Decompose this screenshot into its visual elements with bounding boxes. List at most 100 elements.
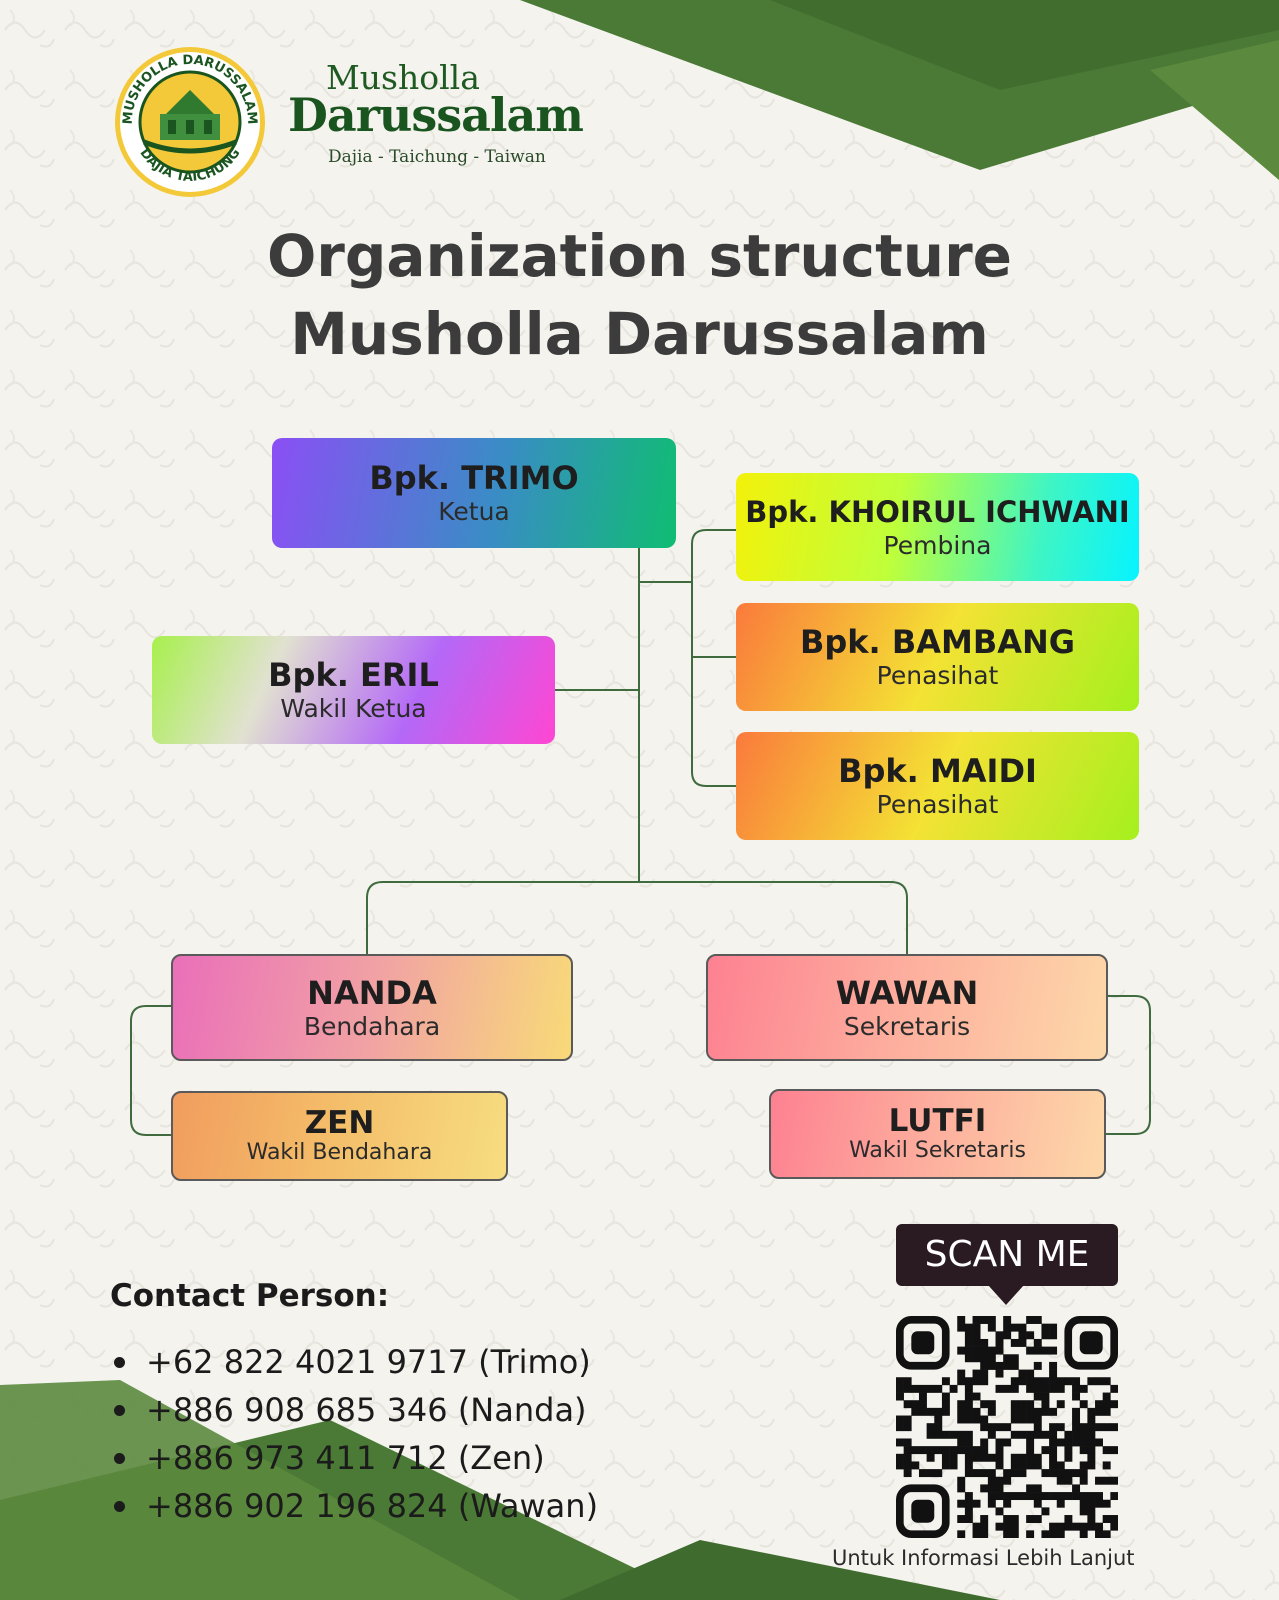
qr-module: [972, 1392, 981, 1401]
qr-module: [1095, 1438, 1103, 1447]
qr-module: [949, 1384, 958, 1393]
qr-module: [1079, 1530, 1088, 1538]
qr-module: [1033, 1316, 1042, 1324]
qr-module: [957, 1369, 966, 1378]
qr-module: [1033, 1338, 1042, 1347]
qr-module: [957, 1346, 966, 1355]
qr-code[interactable]: [896, 1316, 1118, 1538]
qr-module: [1018, 1430, 1027, 1439]
qr-module: [1041, 1430, 1050, 1439]
qr-module: [957, 1316, 966, 1324]
qr-module: [1003, 1331, 1012, 1340]
qr-module: [1018, 1400, 1027, 1409]
qr-module: [1087, 1438, 1096, 1447]
brand-name: Darussalam: [288, 88, 584, 142]
qr-module: [987, 1354, 996, 1363]
qr-module: [995, 1507, 1004, 1516]
qr-module: [1049, 1453, 1058, 1462]
qr-module: [1026, 1461, 1035, 1470]
qr-module: [1079, 1446, 1088, 1455]
qr-module: [1056, 1492, 1065, 1501]
qr-module: [1072, 1492, 1081, 1501]
qr-module: [1049, 1530, 1058, 1538]
qr-module: [1110, 1476, 1118, 1485]
qr-module: [1095, 1407, 1103, 1416]
qr-module: [918, 1407, 927, 1416]
qr-module: [1026, 1377, 1035, 1386]
qr-module: [964, 1453, 973, 1462]
node-role: Penasihat: [876, 661, 999, 690]
qr-module: [964, 1415, 973, 1424]
qr-module: [1102, 1530, 1111, 1538]
qr-module: [980, 1530, 989, 1538]
qr-module: [1003, 1361, 1012, 1370]
qr-module: [1033, 1484, 1042, 1493]
qr-module: [1049, 1469, 1058, 1478]
qr-module: [1010, 1469, 1019, 1478]
qr-module: [972, 1522, 981, 1531]
qr-module: [964, 1492, 973, 1501]
qr-module: [918, 1469, 927, 1478]
qr-module: [1026, 1331, 1035, 1340]
qr-module: [1087, 1453, 1096, 1462]
qr-module: [972, 1354, 981, 1363]
node-sekretaris: WAWAN Sekretaris: [706, 954, 1108, 1061]
contact-item: +62 822 4021 9717 (Trimo): [110, 1338, 598, 1386]
qr-module: [1056, 1530, 1065, 1538]
qr-module: [987, 1361, 996, 1370]
qr-module: [987, 1346, 996, 1355]
qr-module: [972, 1316, 981, 1324]
qr-module: [1087, 1407, 1096, 1416]
qr-module: [957, 1530, 966, 1538]
qr-module: [1026, 1346, 1035, 1355]
qr-module: [918, 1392, 927, 1401]
qr-module: [934, 1469, 943, 1478]
qr-module: [980, 1515, 989, 1523]
qr-module: [1010, 1361, 1019, 1370]
qr-module: [1026, 1415, 1035, 1424]
qr-module: [1033, 1361, 1042, 1370]
qr-module: [934, 1430, 943, 1439]
qr-module: [972, 1331, 981, 1340]
qr-module: [957, 1377, 966, 1386]
qr-module: [1102, 1407, 1111, 1416]
qr-module: [1010, 1461, 1019, 1470]
qr-module: [1102, 1476, 1111, 1485]
qr-module: [1064, 1430, 1073, 1439]
qr-module: [1026, 1484, 1035, 1493]
node-role: Wakil Bendahara: [246, 1140, 433, 1165]
qr-module: [987, 1453, 996, 1462]
scan-me-pointer: [988, 1285, 1024, 1305]
qr-module: [1049, 1461, 1058, 1470]
qr-module: [1072, 1384, 1081, 1393]
qr-module: [903, 1446, 912, 1455]
qr-module: [1087, 1515, 1096, 1523]
node-role: Penasihat: [876, 790, 999, 819]
qr-module: [1026, 1400, 1035, 1409]
qr-module: [1010, 1515, 1019, 1523]
qr-module: [903, 1415, 912, 1424]
qr-module: [964, 1430, 973, 1439]
sekretaris-bracket: [1106, 995, 1151, 1135]
qr-module: [1056, 1476, 1065, 1485]
qr-module: [1003, 1316, 1012, 1324]
qr-module: [926, 1407, 935, 1416]
qr-module: [1072, 1407, 1081, 1416]
qr-module: [926, 1384, 935, 1393]
qr-caption: Untuk Informasi Lebih Lanjut: [832, 1546, 1135, 1570]
qr-module: [995, 1446, 1004, 1455]
qr-module: [1056, 1384, 1065, 1393]
qr-module: [1095, 1492, 1103, 1501]
qr-module: [1003, 1423, 1012, 1432]
qr-module: [926, 1453, 935, 1462]
qr-module: [1003, 1354, 1012, 1363]
qr-module: [1049, 1492, 1058, 1501]
qr-module: [972, 1446, 981, 1455]
qr-module: [964, 1469, 973, 1478]
qr-module: [1033, 1499, 1042, 1508]
qr-module: [1041, 1346, 1050, 1355]
qr-module: [903, 1438, 912, 1447]
qr-module: [1102, 1446, 1111, 1455]
qr-module: [987, 1430, 996, 1439]
qr-module: [1079, 1492, 1088, 1501]
